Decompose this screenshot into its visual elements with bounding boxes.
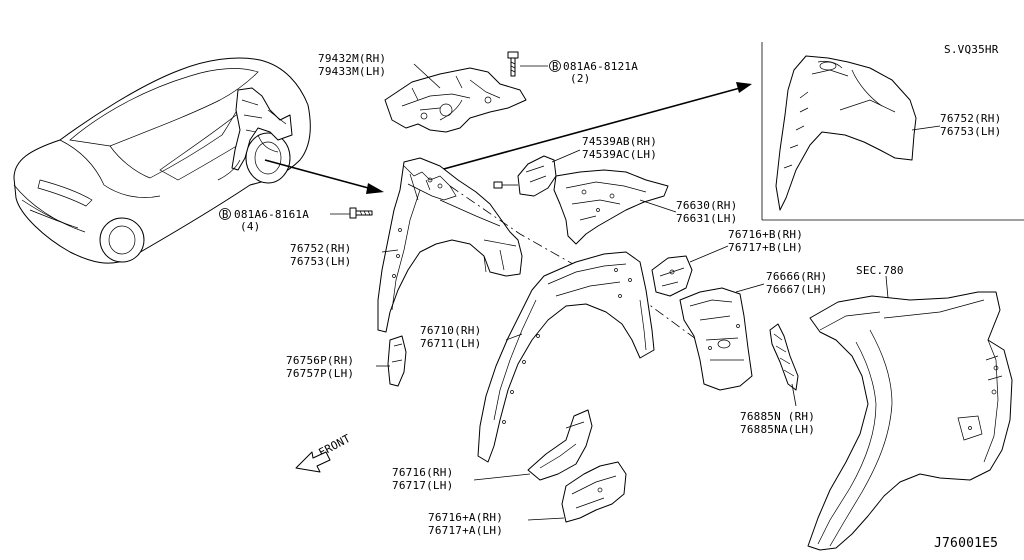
label-79432m: 79432M(RH) 79433M(LH) xyxy=(318,52,386,78)
part-number-76757p: 76757P(LH) xyxy=(286,367,354,380)
inset-vq35hr: S.VQ35HR 76752(RH) 76753(LH) xyxy=(761,42,1024,221)
part-sec780-rear-fender xyxy=(807,275,1013,551)
alignment-line xyxy=(449,185,701,343)
inset-part-76753: 76753(LH) xyxy=(940,125,1001,138)
part-76756p-piece xyxy=(376,335,407,387)
part-79432m-bracket xyxy=(384,63,527,133)
label-bolt-top: B 081A6-8121A (2) xyxy=(549,60,638,85)
front-direction-indicator: FRONT xyxy=(295,432,353,473)
part-number-76752: 76752(RH) xyxy=(290,242,351,255)
label-76710: 76710(RH) 76711(LH) xyxy=(420,324,481,350)
part-number-76711: 76711(LH) xyxy=(420,337,481,350)
part-number-76717: 76717(LH) xyxy=(392,479,453,492)
label-74539: 74539AB(RH) 74539AC(LH) xyxy=(582,135,657,161)
part-number-76885n: 76885N (RH) xyxy=(740,410,815,423)
label-76756p: 76756P(RH) 76757P(LH) xyxy=(286,354,354,380)
part-number-76631: 76631(LH) xyxy=(676,212,737,225)
part-number-76710: 76710(RH) xyxy=(420,324,481,337)
bolt-badge-letter: B xyxy=(552,61,559,73)
part-number-081a6-8121a: 081A6-8121A xyxy=(563,60,638,73)
callout-arrow-car xyxy=(264,159,384,194)
front-arrow-icon xyxy=(295,451,331,473)
part-number-74539ab: 74539AB(RH) xyxy=(582,135,657,148)
bolt-081a6-8161a-icon xyxy=(330,207,373,219)
label-76716a: 76716+A(RH) 76717+A(LH) xyxy=(428,511,503,537)
label-sec780: SEC.780 xyxy=(856,264,904,277)
diagram-reference-code: J76001E5 xyxy=(934,536,998,551)
part-number-76753: 76753(LH) xyxy=(290,255,351,268)
callout-arrow-inset xyxy=(439,82,752,171)
label-76666: 76666(RH) 76667(LH) xyxy=(766,270,827,296)
part-number-76756p: 76756P(RH) xyxy=(286,354,354,367)
part-number-76716b: 76716+B(RH) xyxy=(728,228,803,241)
b-badge-icon xyxy=(219,208,231,220)
diagram-code: J76001E5 xyxy=(934,536,998,551)
part-number-74539ac: 74539AC(LH) xyxy=(582,148,657,161)
engine-variant-label: S.VQ35HR xyxy=(944,43,999,56)
label-76716: 76716(RH) 76717(LH) xyxy=(392,466,453,492)
part-number-76717b: 76717+B(LH) xyxy=(728,241,803,254)
part-number-76885na: 76885NA(LH) xyxy=(740,423,815,436)
part-number-081a6-8161a: 081A6-8161A xyxy=(234,208,309,221)
vehicle-illustration xyxy=(13,57,311,264)
part-76710-wheelhouse-outer xyxy=(477,251,655,463)
part-76630-extension xyxy=(553,169,677,245)
part-76716b-bracket xyxy=(651,245,729,297)
part-number-76717a: 76717+A(LH) xyxy=(428,524,503,537)
part-76885n-seal xyxy=(769,323,799,407)
label-76885: 76885N (RH) 76885NA(LH) xyxy=(740,410,815,436)
label-bolt-left: B 081A6-8161A (4) xyxy=(219,208,309,233)
part-number-76716a: 76716+A(RH) xyxy=(428,511,503,524)
b-badge-icon xyxy=(549,60,561,72)
part-number-76667: 76667(LH) xyxy=(766,283,827,296)
part-76666-extension xyxy=(679,283,765,391)
bolt-081a6-8121a-icon xyxy=(507,51,548,77)
label-76630: 76630(RH) 76631(LH) xyxy=(676,199,737,225)
bolt-badge-letter: B xyxy=(222,209,229,221)
quantity-2: (2) xyxy=(570,72,590,85)
part-76716-lower-bracket xyxy=(473,409,593,481)
part-number-76630: 76630(RH) xyxy=(676,199,737,212)
label-76752: 76752(RH) 76753(LH) xyxy=(290,242,351,268)
section-reference-780: SEC.780 xyxy=(856,264,904,277)
part-number-76716: 76716(RH) xyxy=(392,466,453,479)
inset-part-76752: 76752(RH) xyxy=(940,112,1001,125)
part-number-79433m: 79433M(LH) xyxy=(318,65,386,78)
part-number-76666: 76666(RH) xyxy=(766,270,827,283)
quantity-4: (4) xyxy=(240,220,260,233)
part-number-79432m: 79432M(RH) xyxy=(318,52,386,65)
part-74539ab-bracket xyxy=(493,149,581,197)
label-76716b: 76716+B(RH) 76717+B(LH) xyxy=(728,228,803,254)
part-76716a-lower-bracket xyxy=(527,461,627,523)
